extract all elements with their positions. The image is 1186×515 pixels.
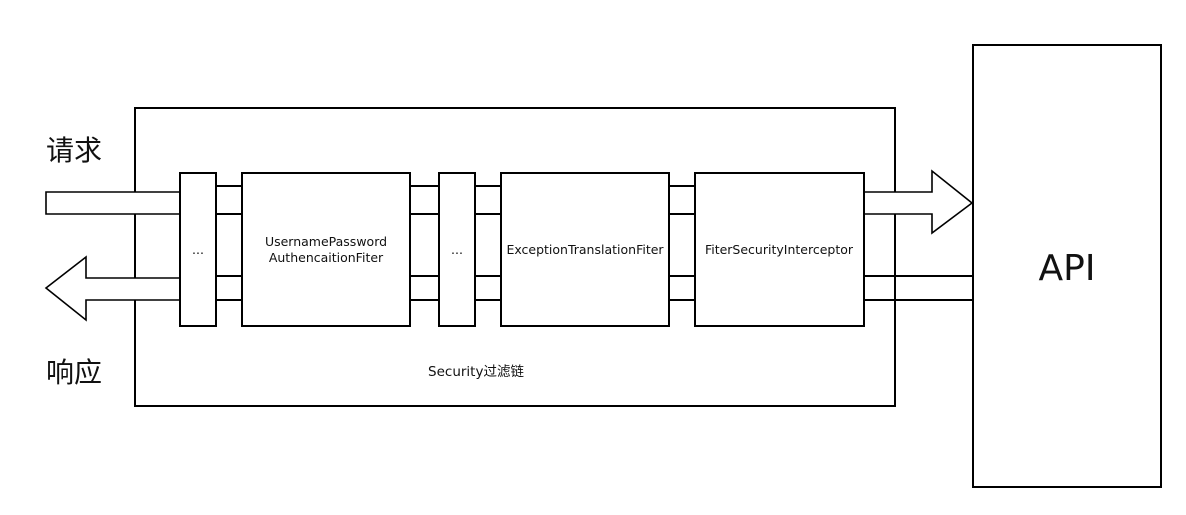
filter-ellipsis-1	[179, 172, 217, 327]
request-arrow	[45, 191, 181, 215]
api-box	[972, 44, 1162, 488]
filter-interceptor-label: FiterSecurityInterceptor	[705, 242, 854, 257]
filter-exception-label: ExceptionTranslationFiter	[506, 242, 664, 257]
filter-username-label-line1: UsernamePassword	[265, 234, 387, 249]
filter-ellipsis-2	[438, 172, 476, 327]
filter-username-label-line2: AuthencaitionFiter	[269, 250, 384, 265]
filter-security-interceptor	[694, 172, 865, 327]
response-arrow	[44, 255, 181, 322]
filter-exception-translation	[500, 172, 670, 327]
request-label: 请求	[46, 134, 102, 167]
filter-username-password	[241, 172, 411, 327]
filter-ellipsis-2-label: ...	[451, 242, 463, 257]
filter-connectors	[216, 185, 973, 301]
security-chain-label: Security过滤链	[428, 364, 524, 380]
interceptor-to-api-arrow	[863, 169, 974, 235]
filter-ellipsis-1-label: ...	[192, 242, 204, 257]
response-label: 响应	[46, 356, 102, 389]
api-label: API	[1039, 248, 1096, 289]
